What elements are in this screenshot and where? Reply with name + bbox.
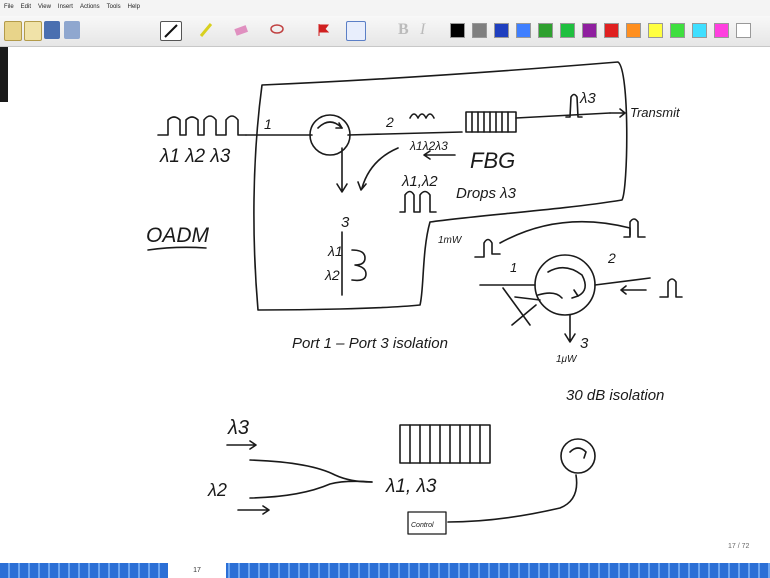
circulator2-port1: 1 xyxy=(510,260,517,275)
color-swatch[interactable] xyxy=(582,23,597,38)
menu-file[interactable]: File xyxy=(0,0,17,10)
drop-wavelength-2: λ2 xyxy=(324,267,340,283)
lasso-icon[interactable] xyxy=(268,21,286,39)
highlighter-icon[interactable] xyxy=(198,21,214,39)
oadm-label: OADM xyxy=(146,224,210,247)
print-icon[interactable] xyxy=(64,21,80,39)
menu-actions[interactable]: Actions xyxy=(76,0,103,10)
port-2-label: 2 xyxy=(385,114,394,130)
color-swatch[interactable] xyxy=(450,23,465,38)
color-swatch[interactable] xyxy=(560,23,575,38)
open-icon[interactable] xyxy=(24,21,42,41)
page-scrollbar[interactable] xyxy=(0,563,770,578)
drop-wavelength-1: λ1 xyxy=(327,243,343,259)
menu-tools[interactable]: Tools xyxy=(103,0,124,10)
bottom-output-wavelengths: λ1, λ3 xyxy=(385,476,437,497)
input-power-label: 1mW xyxy=(438,235,463,246)
control-box-label: Control xyxy=(411,522,434,529)
fbg-label: FBG xyxy=(470,148,515,173)
color-swatch[interactable] xyxy=(670,23,685,38)
text-box-icon[interactable] xyxy=(346,21,366,41)
menu-view[interactable]: View xyxy=(34,0,54,10)
bold-button[interactable]: B xyxy=(398,21,414,39)
bottom-lambda2: λ2 xyxy=(207,480,227,500)
input-wavelengths: λ1 λ2 λ3 xyxy=(159,146,231,167)
color-swatch[interactable] xyxy=(714,23,729,38)
save-icon[interactable] xyxy=(44,21,60,39)
whiteboard-canvas[interactable]: λ1 λ2 λ3 1 2 3 λ1λ2λ3 FBG λ3 Transmit λ1… xyxy=(0,47,770,563)
toolbar: B I xyxy=(0,16,770,47)
color-swatch[interactable] xyxy=(692,23,707,38)
new-page-icon[interactable] xyxy=(4,21,22,41)
color-swatch[interactable] xyxy=(604,23,619,38)
circulator2-port3: 3 xyxy=(580,335,589,352)
isolation-note: Port 1 – Port 3 isolation xyxy=(292,335,448,352)
color-swatch[interactable] xyxy=(538,23,553,38)
drops-label: Drops λ3 xyxy=(456,185,517,202)
current-page-number: 17 xyxy=(168,563,226,578)
isolation-db-note: 30 dB isolation xyxy=(566,387,664,404)
output-power-label: 1μW xyxy=(556,354,578,365)
color-swatch[interactable] xyxy=(516,23,531,38)
eraser-icon[interactable] xyxy=(232,21,250,39)
transmit-wavelength: λ3 xyxy=(579,90,596,107)
menu-help[interactable]: Help xyxy=(124,0,143,10)
reflected-wavelengths: λ1,λ2 xyxy=(401,173,438,190)
left-edge-bar xyxy=(0,47,8,102)
pen-tool-icon[interactable] xyxy=(160,21,182,41)
transmit-label: Transmit xyxy=(630,105,681,120)
port-1-label: 1 xyxy=(264,116,272,132)
color-swatch[interactable] xyxy=(648,23,663,38)
circulator2-port2: 2 xyxy=(607,250,616,266)
insert-space-icon[interactable] xyxy=(316,21,332,39)
menu-insert[interactable]: Insert xyxy=(54,0,76,10)
port-3-label: 3 xyxy=(341,214,350,231)
wavelengths-after-port2: λ1λ2λ3 xyxy=(409,139,448,153)
italic-button[interactable]: I xyxy=(420,21,434,39)
color-swatch[interactable] xyxy=(494,23,509,38)
color-swatch[interactable] xyxy=(736,23,751,38)
menu-edit[interactable]: Edit xyxy=(17,0,34,10)
bottom-lambda3: λ3 xyxy=(227,417,249,439)
color-swatch[interactable] xyxy=(472,23,487,38)
page-indicator: 17 / 72 xyxy=(728,543,749,550)
color-swatch[interactable] xyxy=(626,23,641,38)
